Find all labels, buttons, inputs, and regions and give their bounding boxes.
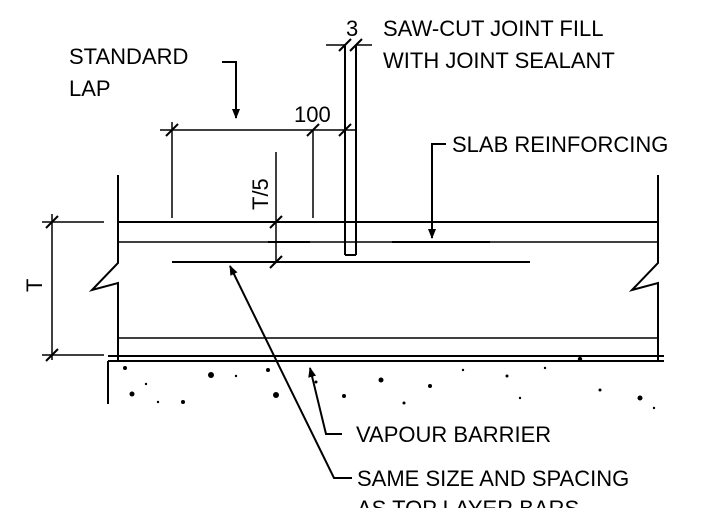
same-size-label-line1: SAME SIZE AND SPACING: [357, 466, 629, 491]
vapour-barrier-line: [108, 355, 664, 362]
t5-dimension: [268, 152, 345, 269]
top-cover-label: T/5: [248, 178, 273, 210]
reinforcing-bars: [172, 241, 530, 263]
ground-subgrade: [107, 356, 656, 410]
vapour-barrier-label: VAPOUR BARRIER: [356, 422, 551, 447]
leader-lines: [222, 61, 446, 479]
slab-reinforcing-label: SLAB REINFORCING: [452, 132, 668, 157]
joint-width-label: 3: [346, 16, 358, 41]
same-size-label-line2: AS TOP LAYER BARS: [357, 496, 579, 508]
lap-dimension: [160, 122, 356, 218]
sawcut-joint: [326, 44, 372, 256]
thickness-label: T: [22, 279, 47, 292]
sawcut-label-line1: SAW-CUT JOINT FILL: [383, 16, 603, 41]
lap-offset-label: 100: [294, 102, 331, 127]
sawcut-label-line2: WITH JOINT SEALANT: [383, 48, 615, 73]
t-dimension: [42, 214, 104, 362]
standard-lap-label-line2: LAP: [69, 76, 111, 101]
joint-width-ticks: [338, 38, 363, 52]
slab-outline: [88, 175, 659, 360]
standard-lap-label-line1: STANDARD: [69, 44, 188, 69]
